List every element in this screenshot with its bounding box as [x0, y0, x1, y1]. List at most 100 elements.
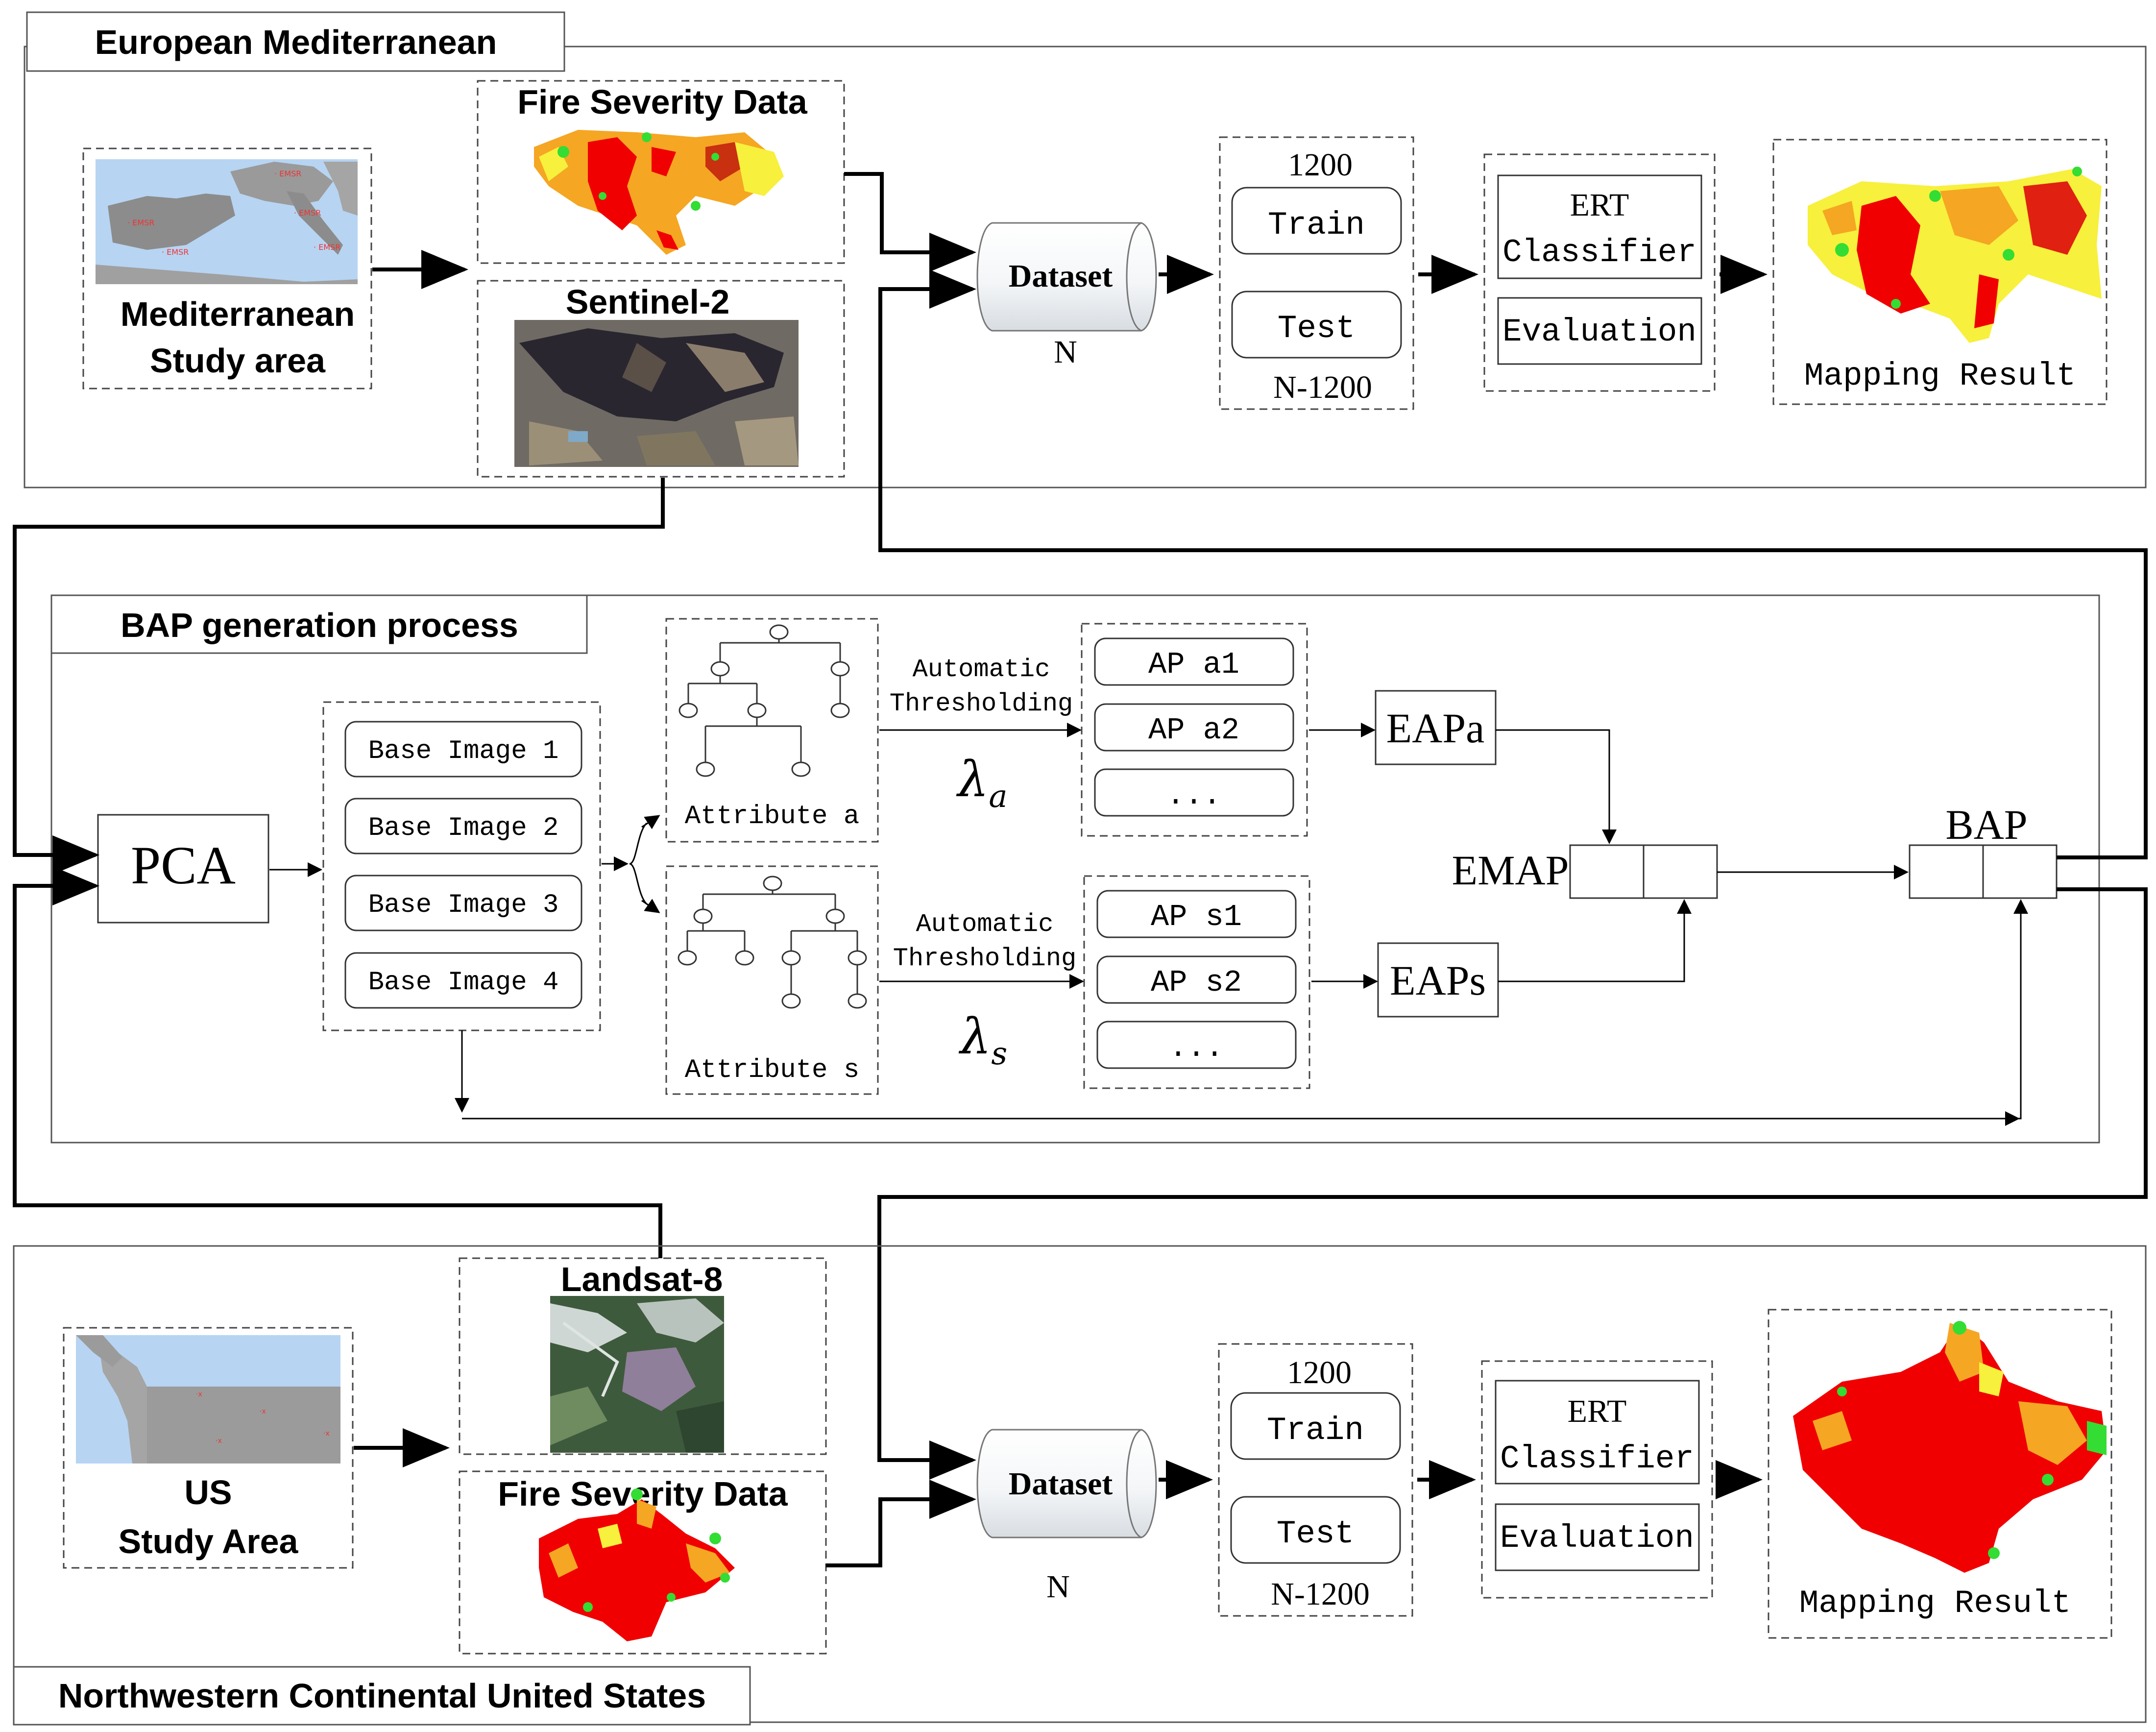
threshold-s-line1: Automatic [916, 910, 1054, 939]
ap-s2: AP s2 [1096, 955, 1297, 1004]
svg-text:· EMSR: · EMSR [127, 218, 154, 227]
base-image-1: Base Image 1 [344, 721, 582, 778]
connector-sentinel-to-pca [13, 478, 665, 875]
svg-text:· EMSR: · EMSR [274, 169, 301, 178]
arrow-fire-to-dataset [844, 172, 976, 272]
europe-classifier-line2: Classifier [1502, 234, 1696, 271]
lambda-s: λs [958, 1008, 1007, 1072]
emap-label: EMAP [1452, 847, 1569, 894]
us-dataset-n: N [1046, 1569, 1070, 1605]
ap-a-more: ... [1094, 768, 1294, 817]
europe-ert-classifier-box [1497, 174, 1702, 279]
svg-text:Base Image 3: Base Image 3 [368, 890, 559, 920]
europe-fire-severity-title: Fire Severity Data [517, 83, 807, 121]
europe-mapping-result-label: Mapping Result [1804, 358, 2076, 394]
us-test-count: N-1200 [1271, 1576, 1370, 1612]
europe-fire-severity-map [534, 130, 784, 255]
us-study-area-line1: US [184, 1473, 232, 1512]
attribute-a-frame [665, 618, 879, 843]
us-evaluation-box [1495, 1503, 1700, 1571]
sentinel-2-image [514, 320, 799, 467]
eapa-label: EAPa [1386, 705, 1485, 752]
base-image-2: Base Image 2 [344, 798, 582, 854]
us-dataset-label: Dataset [1009, 1466, 1113, 1502]
eaps-label: EAPs [1390, 957, 1486, 1004]
mediterranean-map: · EMSR · EMSR · EMSR · EMSR · EMSR [96, 159, 358, 284]
us-section-title: Northwestern Continental United States [58, 1677, 706, 1715]
ap-a2: AP a2 [1094, 703, 1294, 752]
us-section-title-box [13, 1666, 751, 1726]
svg-text:AP a2: AP a2 [1148, 713, 1239, 748]
svg-text:· EMSR: · EMSR [294, 208, 321, 218]
svg-text:...: ... [1169, 1030, 1224, 1065]
svg-text:·x: ·x [260, 1408, 266, 1415]
europe-classifier-line1: ERT [1570, 187, 1629, 223]
us-mapping-result-label: Mapping Result [1799, 1585, 2071, 1622]
europe-split-box [1219, 136, 1414, 410]
us-study-area-line2: Study Area [119, 1522, 299, 1561]
us-section-frame [13, 1245, 2147, 1723]
europe-section-title: European Mediterranean [95, 23, 497, 61]
base-image-4: Base Image 4 [344, 952, 582, 1009]
europe-study-area-line2: Study area [150, 342, 326, 380]
landsat-8-image [550, 1296, 724, 1453]
arrow-eapa-to-emap [1496, 729, 1617, 844]
europe-test-count: N-1200 [1273, 369, 1372, 405]
europe-section-title-box [26, 11, 565, 72]
us-test-label: Test [1277, 1515, 1354, 1552]
us-split-box [1218, 1343, 1413, 1617]
pca-label: PCA [131, 835, 236, 895]
europe-split-count: 1200 [1288, 147, 1353, 183]
us-split-count: 1200 [1287, 1355, 1352, 1390]
ap-s1: AP s1 [1096, 890, 1297, 938]
us-mapping-result-map [1793, 1321, 2107, 1573]
attribute-a-tree-icon [678, 624, 850, 777]
arrow-us-fire-to-dataset [826, 1480, 976, 1567]
connector-bap-to-us-dataset [877, 887, 2148, 1480]
arrow-eaps-to-emap [1498, 899, 1692, 982]
attribute-a-label: Attribute a [685, 802, 859, 831]
us-train-label: Train [1267, 1412, 1364, 1449]
lambda-a: λa [956, 751, 1008, 815]
us-fire-severity-map [539, 1488, 735, 1641]
attribute-s-label: Attribute s [685, 1055, 859, 1085]
europe-train-box [1231, 187, 1402, 255]
threshold-a-line1: Automatic [913, 655, 1050, 684]
threshold-a-line2: Thresholding [890, 689, 1073, 718]
us-evaluation-label: Evaluation [1500, 1520, 1694, 1557]
sentinel-2-title: Sentinel-2 [566, 283, 730, 321]
us-ert-classifier-box [1495, 1380, 1700, 1485]
svg-text:Base Image 4: Base Image 4 [368, 968, 559, 998]
europe-evaluation-label: Evaluation [1502, 314, 1696, 350]
svg-text:·x: ·x [216, 1437, 222, 1445]
svg-text:·x: ·x [196, 1390, 202, 1398]
svg-text:AP s2: AP s2 [1151, 965, 1242, 1000]
us-map: ·x ·x ·x ·x [76, 1335, 340, 1464]
bap-section-title-box [50, 594, 588, 654]
eaps-box [1377, 942, 1499, 1018]
attribute-s-frame [665, 865, 879, 1095]
ap-a1: AP a1 [1094, 637, 1294, 686]
bap-section-title: BAP generation process [121, 606, 518, 644]
base-image-3: Base Image 3 [344, 875, 582, 931]
landsat-8-title: Landsat-8 [561, 1260, 723, 1298]
ap-s-more: ... [1096, 1021, 1297, 1069]
branch-brace [629, 822, 648, 905]
us-classifier-line2: Classifier [1500, 1440, 1694, 1477]
svg-text:AP s1: AP s1 [1151, 900, 1242, 934]
bap-section-frame [50, 594, 2100, 1144]
connector-bap-to-europe-dataset [878, 269, 2148, 859]
svg-text:· EMSR: · EMSR [314, 243, 340, 252]
us-train-box [1230, 1392, 1401, 1460]
svg-text:· EMSR: · EMSR [162, 247, 189, 257]
pca-box [97, 814, 269, 924]
us-classifier-line1: ERT [1568, 1393, 1627, 1429]
svg-text:·x: ·x [323, 1430, 330, 1438]
svg-text:Base Image 2: Base Image 2 [368, 813, 559, 843]
attribute-s-tree-icon [678, 876, 867, 1009]
europe-dataset-n: N [1054, 334, 1077, 370]
connector-landsat-to-pca [13, 866, 662, 1258]
svg-text:Base Image 1: Base Image 1 [368, 736, 559, 766]
svg-text:...: ... [1166, 778, 1221, 813]
